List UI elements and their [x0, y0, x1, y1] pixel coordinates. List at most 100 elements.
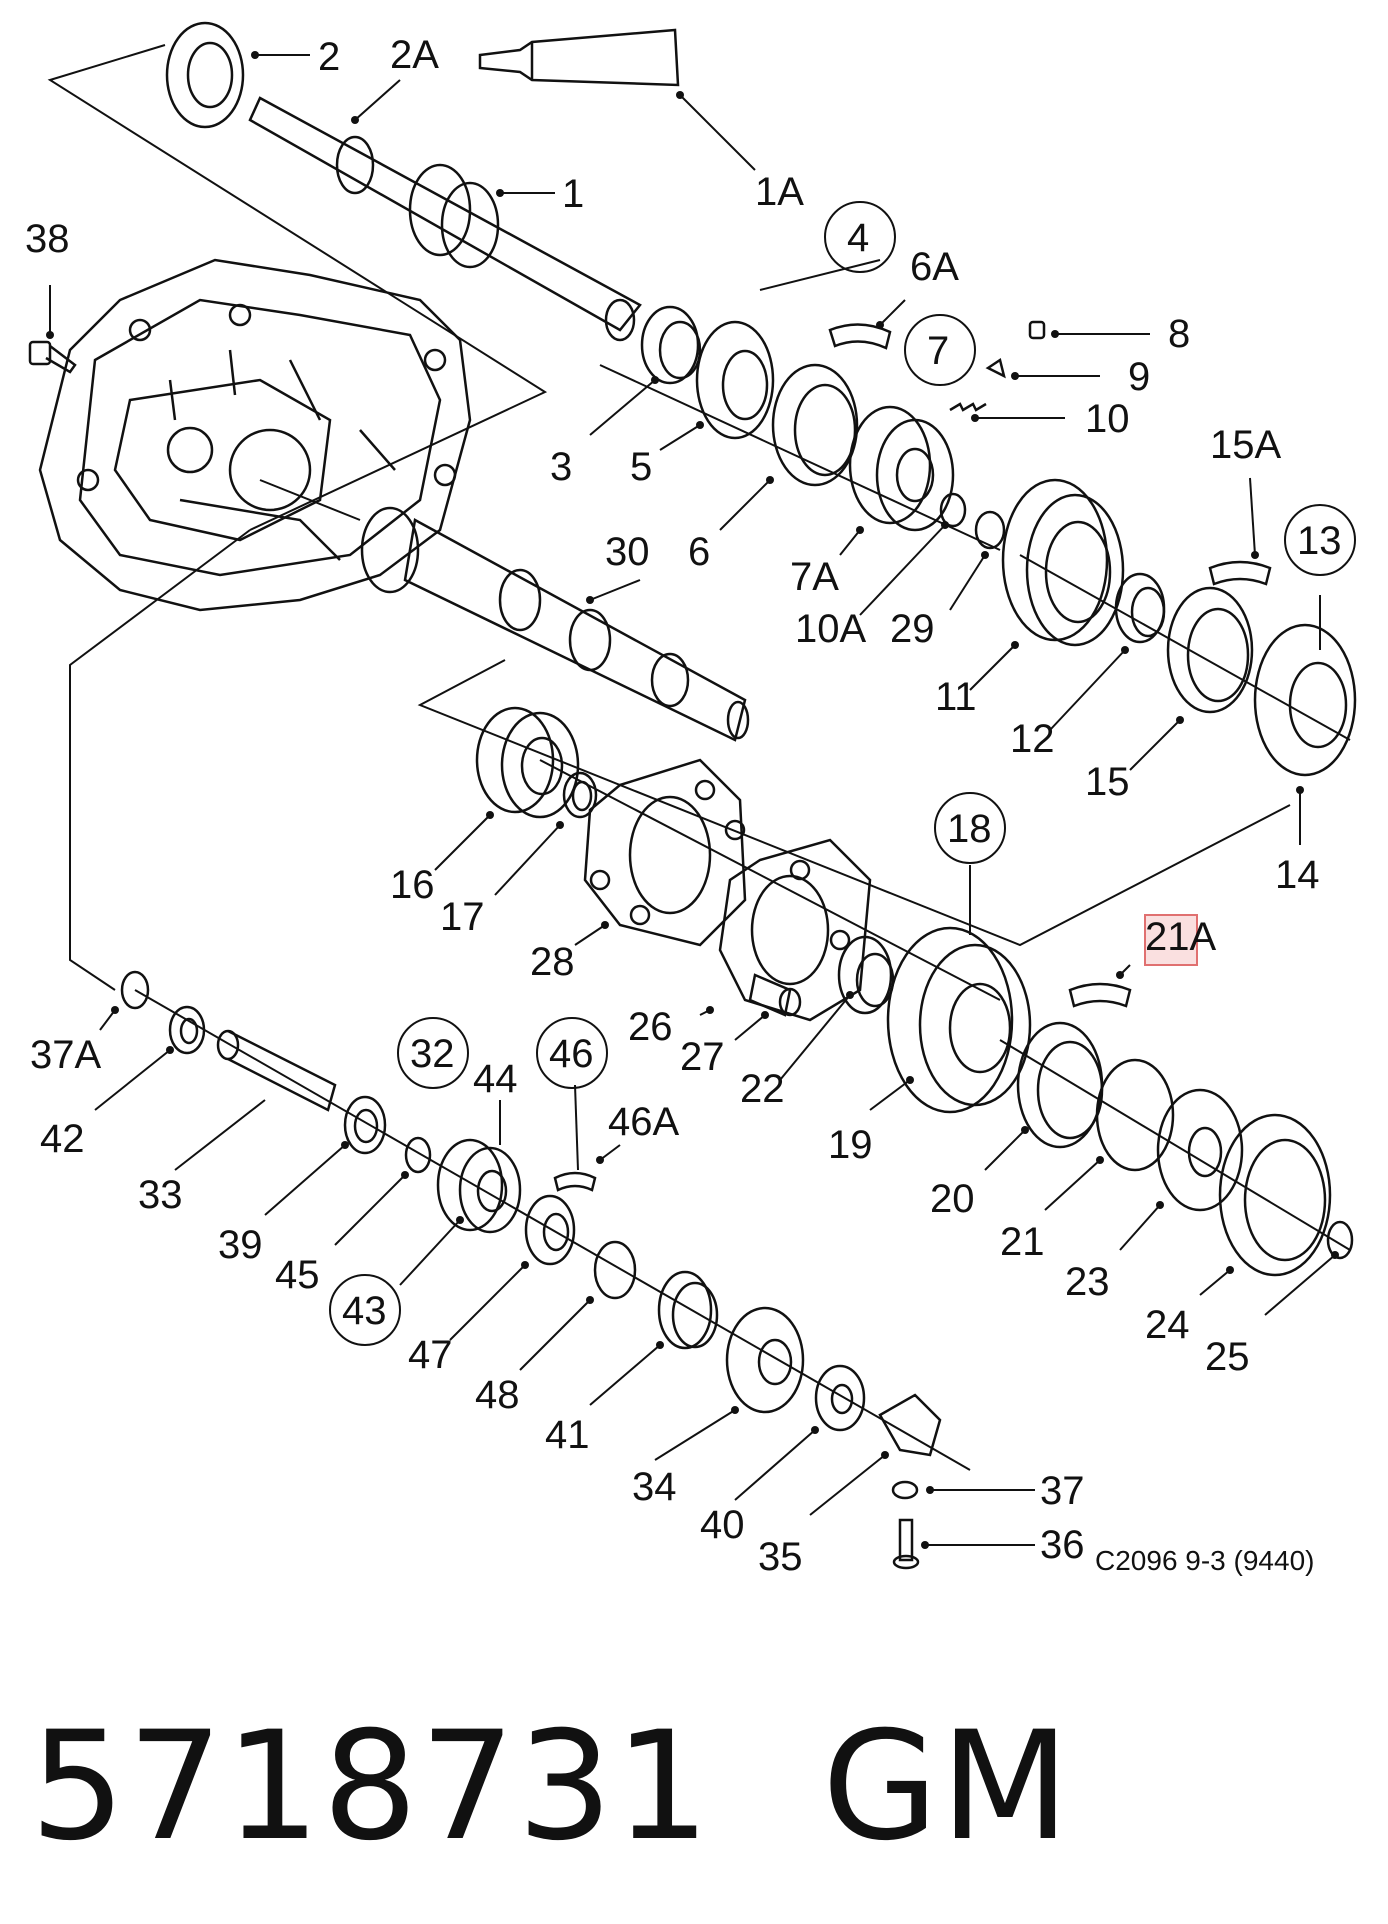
gear-34 [725, 1306, 805, 1414]
label-45: 45 [275, 1253, 320, 1297]
label-6A: 6A [910, 245, 959, 289]
label-34: 34 [632, 1465, 677, 1509]
gear-19 [886, 926, 1032, 1114]
gasket-28 [583, 758, 747, 947]
label-9: 9 [1128, 355, 1150, 399]
label-10A: 10A [795, 607, 866, 651]
label-30: 30 [605, 530, 650, 574]
sealant-tube-1A [478, 28, 680, 87]
label-5: 5 [630, 445, 652, 489]
label-19: 19 [828, 1123, 873, 1167]
callout-circle-32 [397, 1017, 469, 1089]
brand-name: GM [822, 1700, 1072, 1874]
label-2A: 2A [390, 33, 439, 77]
clip-46A [553, 1171, 597, 1192]
snap-ring-21 [1095, 1058, 1175, 1172]
gear-5 [695, 320, 775, 440]
bearing-39 [343, 1095, 387, 1155]
leader-lines [46, 51, 1339, 1549]
label-11: 11 [935, 675, 977, 719]
circlip-45 [404, 1136, 432, 1174]
label-38: 38 [25, 217, 70, 261]
label-2: 2 [318, 35, 340, 79]
shaft-33 [216, 1029, 337, 1112]
pin-27 [748, 973, 802, 1017]
label-47: 47 [408, 1333, 453, 1377]
label-37: 37 [1040, 1469, 1085, 1513]
callout-circle-7 [904, 314, 976, 386]
label-3: 3 [550, 445, 572, 489]
synchro-hub-7A [848, 405, 955, 532]
circlip-37A [120, 970, 150, 1010]
circlip-25 [1326, 1220, 1354, 1260]
label-15A: 15A [1210, 423, 1281, 467]
label-21A: 21A [1145, 915, 1216, 959]
label-36: 36 [1040, 1523, 1085, 1567]
label-1A: 1A [755, 170, 804, 214]
clip-15A [1208, 560, 1272, 586]
callout-circle-18 [934, 792, 1006, 864]
washer-40 [814, 1364, 866, 1432]
part-number: 5718731 [30, 1700, 713, 1874]
label-27: 27 [680, 1035, 725, 1079]
circled-callouts [329, 201, 1356, 1346]
needle-bearing-22 [837, 935, 895, 1015]
callout-circle-46 [536, 1017, 608, 1089]
part-number-caption: 5718731 GM [30, 1700, 1072, 1874]
label-10: 10 [1085, 397, 1130, 441]
label-21: 21 [1000, 1220, 1045, 1264]
label-4: 4 [847, 216, 869, 260]
label-43: 43 [342, 1289, 387, 1333]
washer-37 [891, 1480, 919, 1500]
synchro-hub-23 [1156, 1088, 1244, 1212]
synchro-ring-20 [1016, 1021, 1104, 1149]
label-23: 23 [1065, 1260, 1110, 1304]
snap-ring-48 [593, 1240, 637, 1300]
axis-lines [134, 364, 1351, 1471]
synchro-ring-6 [771, 363, 859, 487]
label-20: 20 [930, 1177, 975, 1221]
label-13: 13 [1297, 519, 1342, 563]
label-7: 7 [927, 329, 949, 373]
label-6: 6 [688, 530, 710, 574]
label-22: 22 [740, 1067, 785, 1111]
label-14: 14 [1275, 853, 1320, 897]
highlight-box-21A [1144, 914, 1198, 966]
label-28: 28 [530, 940, 575, 984]
label-29: 29 [890, 607, 935, 651]
plate-26 [718, 838, 872, 1022]
gear-13 [1253, 623, 1357, 777]
label-7A: 7A [790, 555, 839, 599]
label-46A: 46A [608, 1100, 679, 1144]
sleeve-11 [1001, 478, 1125, 647]
callout-circle-43 [329, 1274, 401, 1346]
label-26: 26 [628, 1005, 673, 1049]
label-25: 25 [1205, 1335, 1250, 1379]
label-46: 46 [549, 1032, 594, 1076]
bracket-35 [878, 1393, 942, 1457]
label-40: 40 [700, 1503, 745, 1547]
label-16: 16 [390, 863, 435, 907]
label-12: 12 [1010, 717, 1055, 761]
label-18: 18 [947, 807, 992, 851]
label-39: 39 [218, 1223, 263, 1267]
label-15: 15 [1085, 760, 1130, 804]
label-33: 33 [138, 1173, 183, 1217]
synchro-47 [524, 1194, 576, 1266]
synchro-ring-15 [1166, 586, 1254, 714]
bolt-38 [28, 340, 77, 374]
clip-21A [1068, 982, 1132, 1008]
input-shaft-1 [165, 21, 642, 342]
assembly-outline-lines [47, 44, 1291, 991]
small-parts-6A-8-9-10 [828, 320, 1046, 550]
sleeve-24 [1218, 1113, 1332, 1277]
label-48: 48 [475, 1373, 520, 1417]
label-35: 35 [758, 1535, 803, 1579]
label-1: 1 [562, 172, 584, 216]
label-8: 8 [1168, 312, 1190, 356]
sleeve-41 [657, 1270, 719, 1350]
part-labels: 2 2A 1 1A 38 4 6A 7 8 9 10 3 5 6 7A 10A … [25, 33, 1342, 1579]
ball-bearing-16 [475, 706, 580, 819]
callout-circle-4 [824, 201, 896, 273]
